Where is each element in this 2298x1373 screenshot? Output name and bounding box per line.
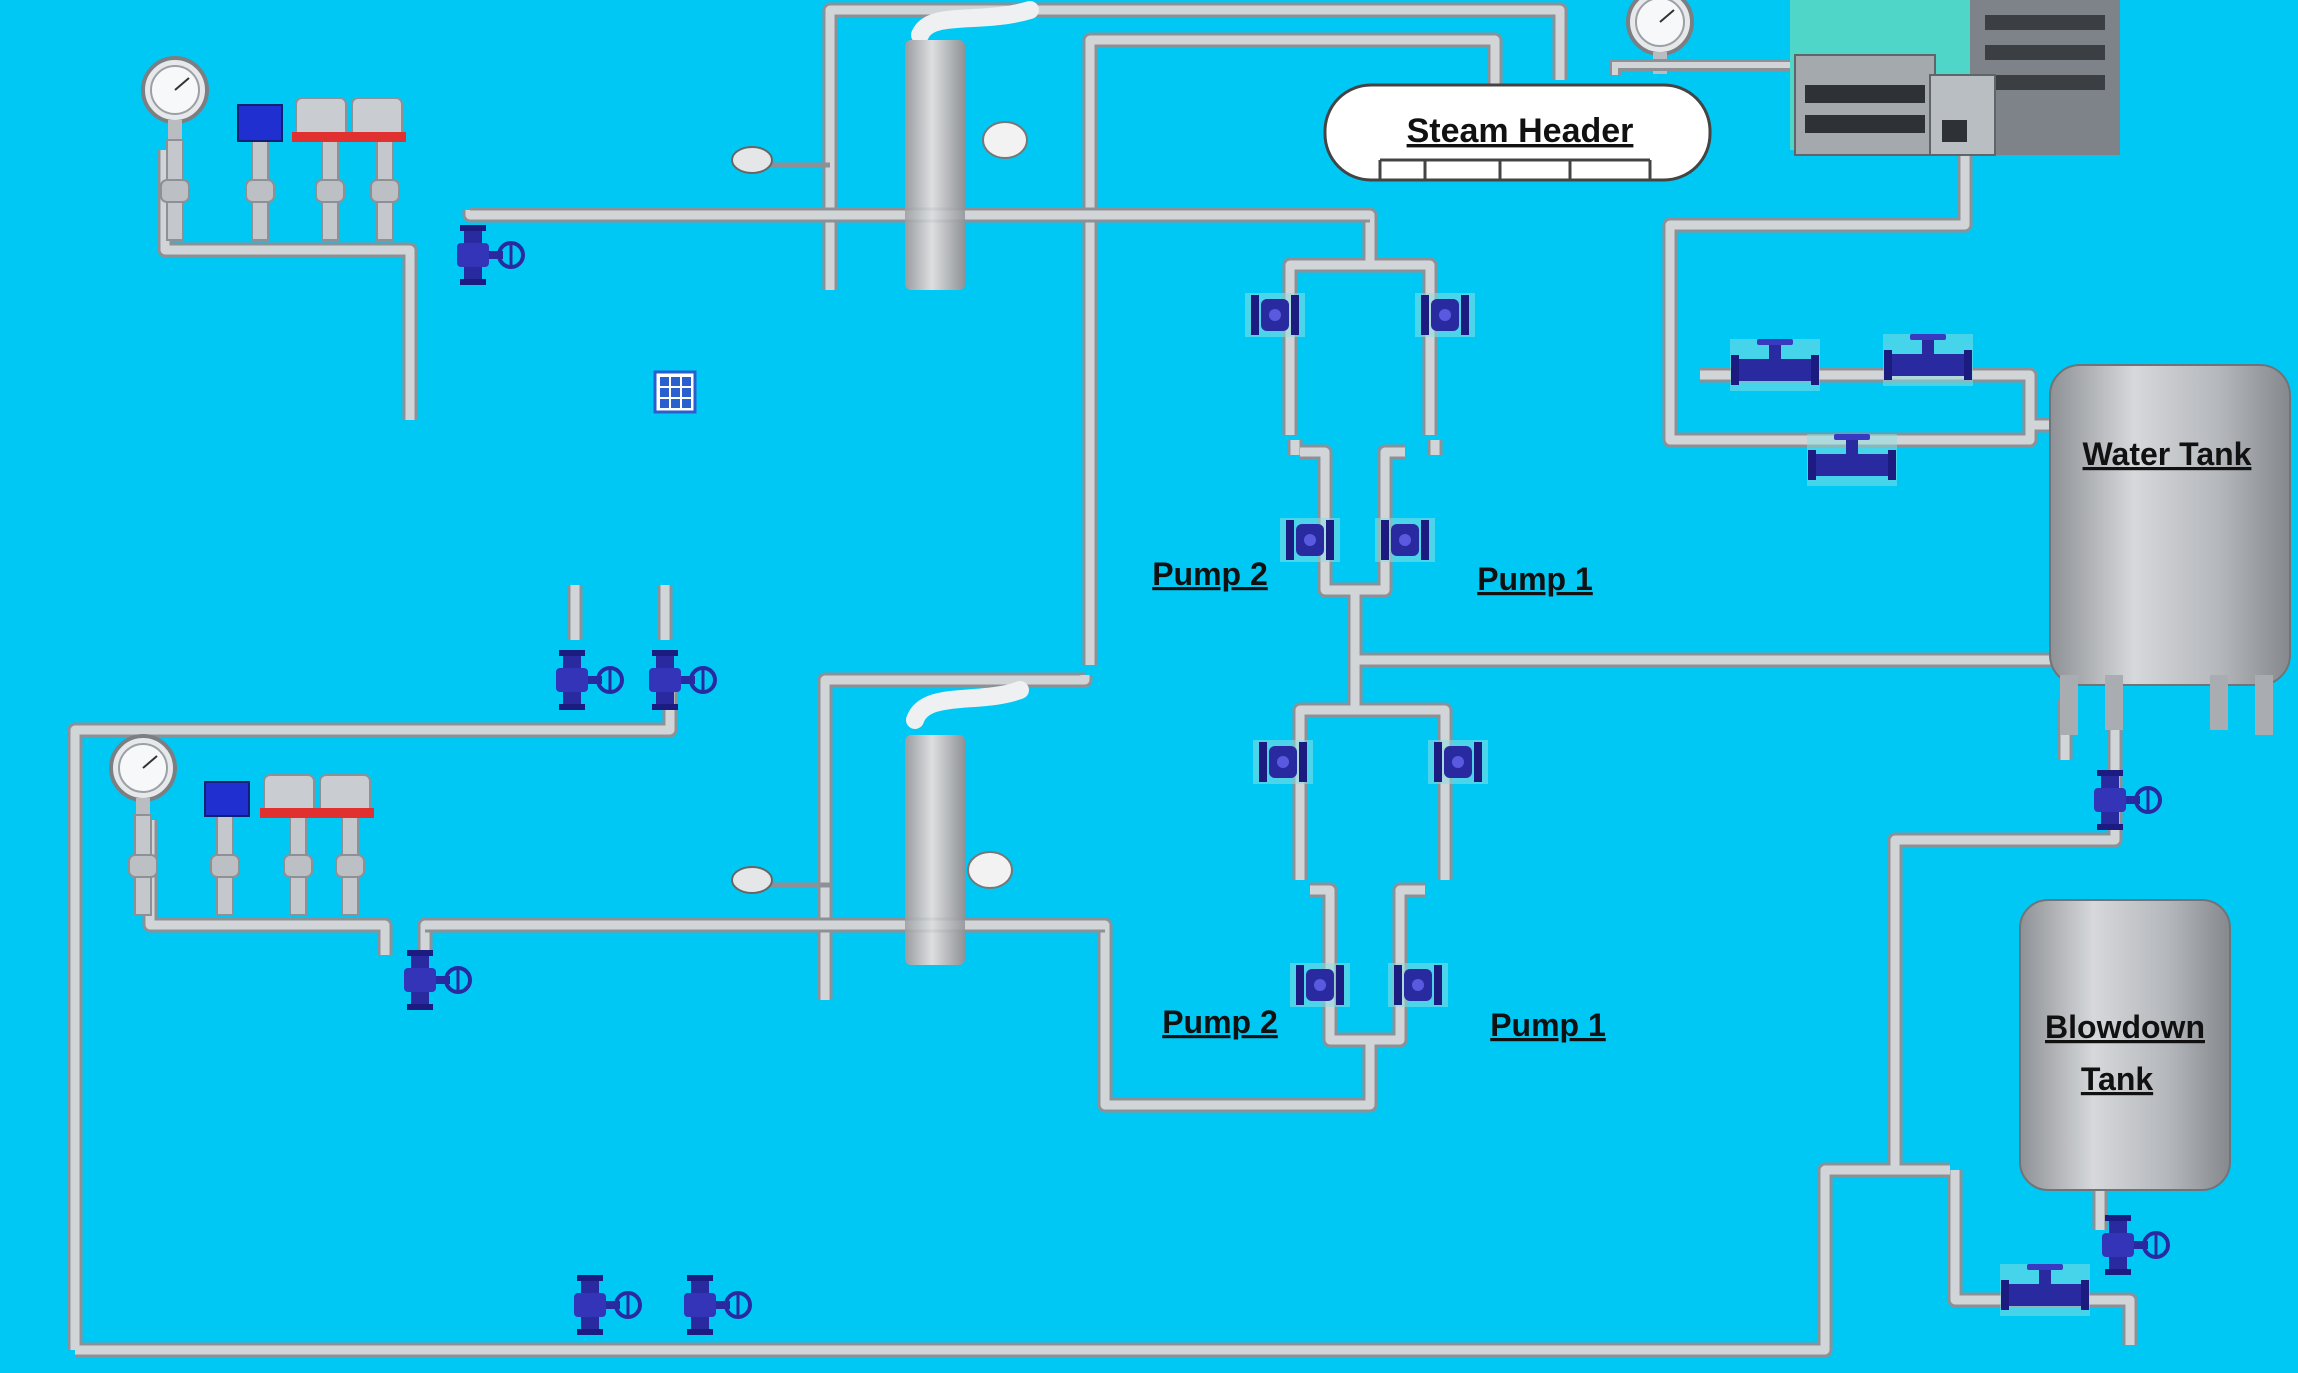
pump-2-upper-label: Pump 2 [1152,556,1268,592]
pump-valve-lower-a[interactable] [1253,740,1313,784]
pump-2-lower[interactable] [1290,963,1350,1007]
gate-valve-lower-left[interactable] [402,948,472,1012]
bypass-valve-2[interactable] [1883,334,1973,386]
gate-valve-mid-2[interactable] [647,648,717,712]
gate-valve-bottom-1[interactable] [572,1273,642,1337]
pump-1-lower-label: Pump 1 [1490,1007,1606,1043]
grid-icon[interactable] [653,370,697,414]
gate-valve-water-tank-outlet[interactable] [2092,768,2162,832]
water-tank-label: Water Tank [2083,436,2252,472]
pump-valve-lower-b[interactable] [1428,740,1488,784]
pump-valve-upper-b[interactable] [1415,293,1475,337]
motor-icon [204,781,250,817]
pump-valve-upper-a[interactable] [1245,293,1305,337]
pressure-gauge-icon [109,734,177,822]
flow-sensor-icon [967,121,1028,889]
blowdown-tank-label-1: Blowdown [2045,1009,2205,1045]
gate-valve-mid-1[interactable] [554,648,624,712]
pressure-gauge-icon [141,56,209,144]
pump-1-lower[interactable] [1388,963,1448,1007]
steam-header[interactable]: Steam Header [1323,83,1712,182]
pump-2-upper[interactable] [1280,518,1340,562]
instrument-cluster-upper [141,56,406,241]
pipe-network [67,2,2138,1358]
pump-2-lower-label: Pump 2 [1162,1004,1278,1040]
gate-valve-blowdown[interactable] [2100,1213,2170,1277]
blowdown-tank[interactable]: Blowdown Tank [2019,899,2231,1191]
steam-header-label: Steam Header [1407,112,1634,150]
blowdown-tank-label-2: Tank [2081,1061,2154,1097]
water-tank[interactable]: Water Tank [2049,364,2291,735]
bypass-valve-1[interactable] [1730,339,1820,391]
building-icon [1790,0,2120,156]
pump-1-upper-label: Pump 1 [1477,561,1593,597]
bypass-valve-3[interactable] [1807,434,1897,486]
gate-valve-bottom-2[interactable] [682,1273,752,1337]
motor-icon [237,104,283,142]
thermometer-icon [731,146,830,894]
instrument-cluster-lower [109,734,374,916]
blowdown-drain-valve[interactable] [2000,1264,2090,1316]
pump-1-upper[interactable] [1375,518,1435,562]
gate-valve-upper-left[interactable] [455,223,525,287]
